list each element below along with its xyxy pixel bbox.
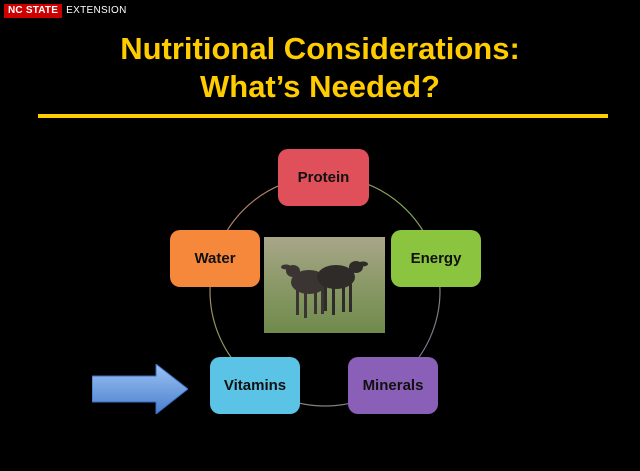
title-underline (38, 114, 608, 118)
node-label: Vitamins (223, 377, 287, 394)
node-label: Minerals (362, 377, 424, 394)
node-label: Water (194, 250, 236, 267)
right-arrow-icon (92, 364, 188, 414)
node-energy: Energy (391, 230, 481, 287)
title-line-2: What’s Needed? (200, 69, 440, 104)
nc-state-extension-logo: NC STATE EXTENSION (4, 4, 127, 18)
slide-title: Nutritional Considerations: What’s Neede… (60, 30, 580, 106)
node-water: Water (170, 230, 260, 287)
node-minerals: Minerals (348, 357, 438, 414)
node-vitamins: Vitamins (210, 357, 300, 414)
logo-text: EXTENSION (66, 5, 127, 16)
node-label: Protein (297, 169, 350, 186)
node-protein: Protein (278, 149, 369, 206)
logo-badge: NC STATE (4, 4, 63, 18)
node-label: Energy (410, 250, 462, 267)
two-lambs-photo (264, 237, 385, 333)
title-line-1: Nutritional Considerations: (120, 31, 520, 66)
